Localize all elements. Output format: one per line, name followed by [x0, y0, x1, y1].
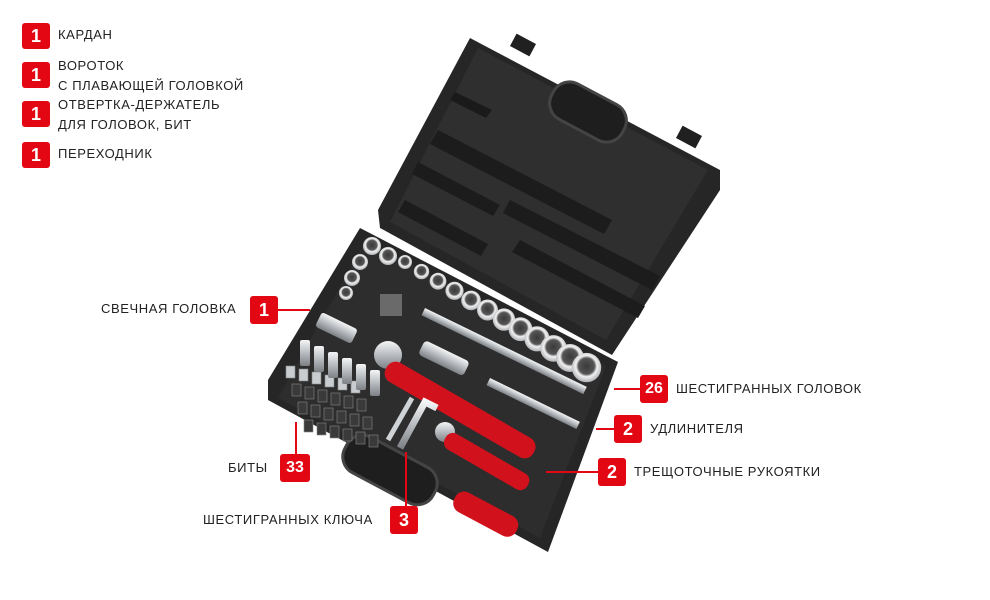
legend-label-adapter: ПЕРЕХОДНИК — [58, 144, 153, 164]
socket — [413, 263, 430, 280]
socket — [445, 281, 464, 300]
callout-label-bits: БИТЫ — [228, 460, 268, 475]
socket — [352, 254, 368, 270]
legend-badge-tommy-bar: 1 — [22, 62, 50, 88]
bit — [317, 389, 328, 403]
callout-badge-hex-keys: 3 — [390, 506, 418, 534]
callout-label-extensions: УДЛИНИТЕЛЯ — [650, 421, 744, 436]
bit — [355, 431, 366, 445]
bit — [303, 419, 314, 433]
deep-socket — [300, 340, 310, 366]
legend-line: С ПЛАВАЮЩЕЙ ГОЛОВКОЙ — [58, 78, 244, 93]
deep-socket — [314, 346, 324, 372]
socket — [379, 247, 397, 265]
spark-plug-socket — [315, 313, 357, 343]
bit — [311, 371, 322, 385]
bit — [329, 425, 340, 439]
bit — [323, 407, 334, 421]
adapter — [380, 294, 402, 316]
callout-badge-bits: 33 — [280, 454, 310, 482]
extension-bars — [421, 308, 587, 430]
bit — [316, 422, 327, 436]
bit — [362, 416, 373, 430]
case-lid — [378, 33, 720, 355]
socket — [461, 290, 481, 311]
deep-socket — [370, 370, 380, 396]
legend-line: ДЛЯ ГОЛОВОК, БИТ — [58, 117, 192, 132]
legend-label-cardan: КАРДАН — [58, 25, 113, 45]
bit — [298, 368, 309, 382]
callout-label-hex-sockets: ШЕСТИГРАННЫХ ГОЛОВОК — [676, 381, 862, 396]
legend-line: ПЕРЕХОДНИК — [58, 146, 153, 161]
hex-sockets — [339, 237, 602, 383]
legend-badge-cardan: 1 — [22, 23, 50, 49]
ratchet-handles — [374, 341, 536, 537]
deep-socket — [328, 352, 338, 378]
bit — [356, 398, 367, 412]
legend-line: ВОРОТОК — [58, 58, 125, 73]
callout-badge-ratchets: 2 — [598, 458, 626, 486]
socket — [571, 352, 602, 383]
bit — [342, 428, 353, 442]
bit — [297, 401, 308, 415]
socket — [398, 255, 412, 269]
bits-block — [285, 340, 380, 448]
deep-socket — [356, 364, 366, 390]
socket — [429, 272, 447, 290]
callout-label-ratchets: ТРЕЩОТОЧНЫЕ РУКОЯТКИ — [634, 464, 821, 479]
socket — [477, 299, 498, 321]
bit — [349, 413, 360, 427]
bit — [336, 410, 347, 424]
bit — [285, 365, 296, 379]
legend-badge-screwdriver: 1 — [22, 101, 50, 127]
bit — [368, 434, 379, 448]
socket — [339, 286, 353, 300]
bit — [330, 392, 341, 406]
callout-badge-spark-plug: 1 — [250, 296, 278, 324]
callout-label-spark-plug: СВЕЧНАЯ ГОЛОВКА — [101, 301, 237, 316]
cardan-joint — [419, 341, 469, 375]
bit — [304, 386, 315, 400]
socket — [363, 237, 381, 255]
callout-lines — [278, 309, 640, 508]
callout-label-hex-keys: ШЕСТИГРАННЫХ КЛЮЧА — [203, 512, 373, 527]
legend-line: КАРДАН — [58, 27, 113, 42]
legend-badge-adapter: 1 — [22, 142, 50, 168]
bit — [343, 395, 354, 409]
legend-line: ОТВЕРТКА-ДЕРЖАТЕЛЬ — [58, 97, 221, 112]
hex-keys — [385, 396, 439, 450]
callout-badge-hex-sockets: 26 — [640, 375, 668, 403]
bit — [291, 383, 302, 397]
deep-socket — [342, 358, 352, 384]
socket — [344, 270, 360, 286]
legend-label-tommy-bar: ВОРОТОК С ПЛАВАЮЩЕЙ ГОЛОВКОЙ — [58, 56, 244, 96]
bit — [310, 404, 321, 418]
callout-badge-extensions: 2 — [614, 415, 642, 443]
legend-label-screwdriver: ОТВЕРТКА-ДЕРЖАТЕЛЬ ДЛЯ ГОЛОВОК, БИТ — [58, 95, 220, 135]
